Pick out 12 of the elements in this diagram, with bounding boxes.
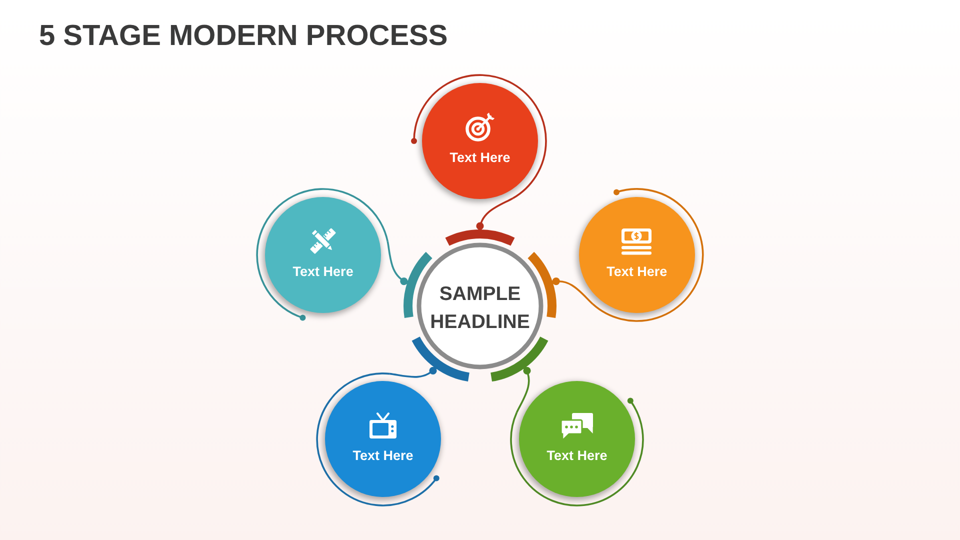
stage-circle bbox=[422, 83, 538, 199]
stage-circle bbox=[325, 381, 441, 498]
stage-text: Text Here bbox=[546, 446, 608, 464]
stage-text: Text Here bbox=[449, 148, 511, 166]
stage-circle bbox=[265, 197, 382, 313]
title: 5 STAGE MODERN PROCESS bbox=[39, 19, 448, 53]
stage-circle bbox=[578, 197, 695, 313]
stage-circle bbox=[518, 381, 635, 498]
headline-text: SAMPLE HEADLINE bbox=[430, 282, 530, 335]
stage-text: Text Here bbox=[292, 262, 354, 280]
stage-text: Text Here bbox=[352, 446, 414, 464]
stage-text: Text Here bbox=[606, 262, 668, 280]
